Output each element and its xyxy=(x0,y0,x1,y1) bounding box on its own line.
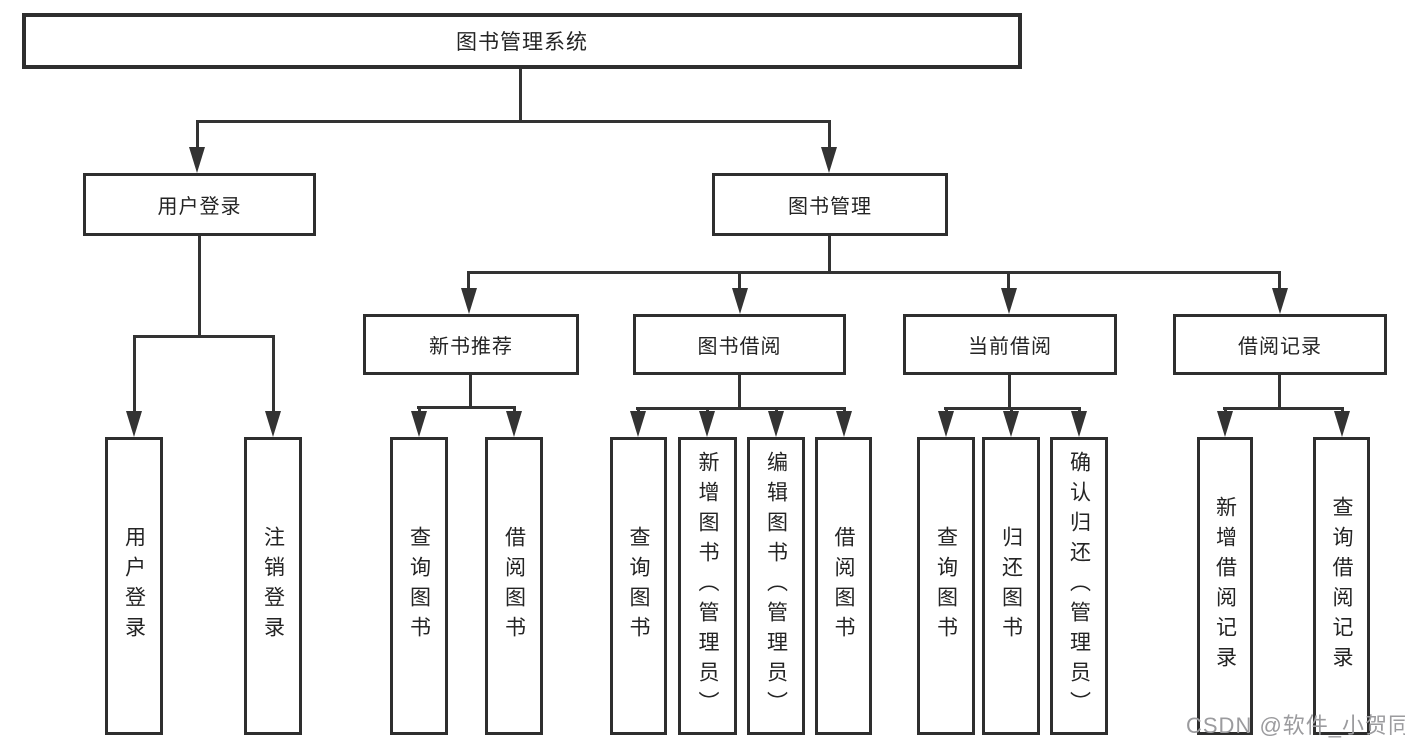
leaf-query-books-recommend: 查询图书 xyxy=(390,437,448,735)
connector-v xyxy=(469,375,472,409)
node-user-login: 用户登录 xyxy=(83,173,316,236)
connector-v xyxy=(738,271,741,291)
arrowhead-down-icon xyxy=(1001,288,1017,314)
node-current-borrow: 当前借阅 xyxy=(903,314,1117,375)
connector-v xyxy=(1278,375,1281,410)
connector-v xyxy=(519,69,522,123)
arrowhead-down-icon xyxy=(126,411,142,437)
arrowhead-down-icon xyxy=(1272,288,1288,314)
connector-h xyxy=(636,407,845,410)
connector-v xyxy=(198,236,201,338)
connector-v xyxy=(133,335,136,413)
arrowhead-down-icon xyxy=(836,411,852,437)
arrowhead-down-icon xyxy=(1334,411,1350,437)
connector-h xyxy=(133,335,275,338)
arrowhead-down-icon xyxy=(1071,411,1087,437)
node-book-borrow: 图书借阅 xyxy=(633,314,846,375)
arrowhead-down-icon xyxy=(699,411,715,437)
connector-v xyxy=(196,120,199,150)
watermark: CSDN @软件_小贺同学 xyxy=(1186,713,1405,738)
connector-v xyxy=(828,236,831,274)
connector-v xyxy=(828,120,831,150)
connector-v xyxy=(1278,271,1281,291)
arrowhead-down-icon xyxy=(821,147,837,173)
leaf-borrow-books: 借阅图书 xyxy=(815,437,872,735)
leaf-add-borrow-record: 新增借阅记录 xyxy=(1197,437,1253,735)
connector-h xyxy=(1223,407,1343,410)
connector-h xyxy=(417,406,515,409)
arrowhead-down-icon xyxy=(938,411,954,437)
node-borrow-records: 借阅记录 xyxy=(1173,314,1387,375)
arrowhead-down-icon xyxy=(411,411,427,437)
node-book-management: 图书管理 xyxy=(712,173,948,236)
leaf-user-login: 用户登录 xyxy=(105,437,163,735)
arrowhead-down-icon xyxy=(189,147,205,173)
leaf-query-borrow-record: 查询借阅记录 xyxy=(1313,437,1370,735)
arrowhead-down-icon xyxy=(732,288,748,314)
connector-v xyxy=(272,335,275,413)
arrowhead-down-icon xyxy=(265,411,281,437)
connector-v xyxy=(467,271,470,291)
node-new-book-recommend: 新书推荐 xyxy=(363,314,579,375)
connector-v xyxy=(738,375,741,410)
leaf-return-books: 归还图书 xyxy=(982,437,1040,735)
node-library-system: 图书管理系统 xyxy=(22,13,1022,69)
arrowhead-down-icon xyxy=(630,411,646,437)
arrowhead-down-icon xyxy=(461,288,477,314)
arrowhead-down-icon xyxy=(506,411,522,437)
connector-v xyxy=(1007,271,1010,291)
leaf-borrow-books-recommend: 借阅图书 xyxy=(485,437,543,735)
leaf-add-books-admin: 新增图书（管理员） xyxy=(678,437,737,735)
connector-h xyxy=(467,271,1281,274)
leaf-logout: 注销登录 xyxy=(244,437,302,735)
connector-v xyxy=(1008,375,1011,410)
leaf-confirm-return-admin: 确认归还（管理员） xyxy=(1050,437,1108,735)
leaf-edit-books-admin: 编辑图书（管理员） xyxy=(747,437,805,735)
arrowhead-down-icon xyxy=(1003,411,1019,437)
arrowhead-down-icon xyxy=(768,411,784,437)
leaf-query-books-borrow: 查询图书 xyxy=(610,437,667,735)
connector-h xyxy=(196,120,830,123)
leaf-query-books-current: 查询图书 xyxy=(917,437,975,735)
arrowhead-down-icon xyxy=(1217,411,1233,437)
